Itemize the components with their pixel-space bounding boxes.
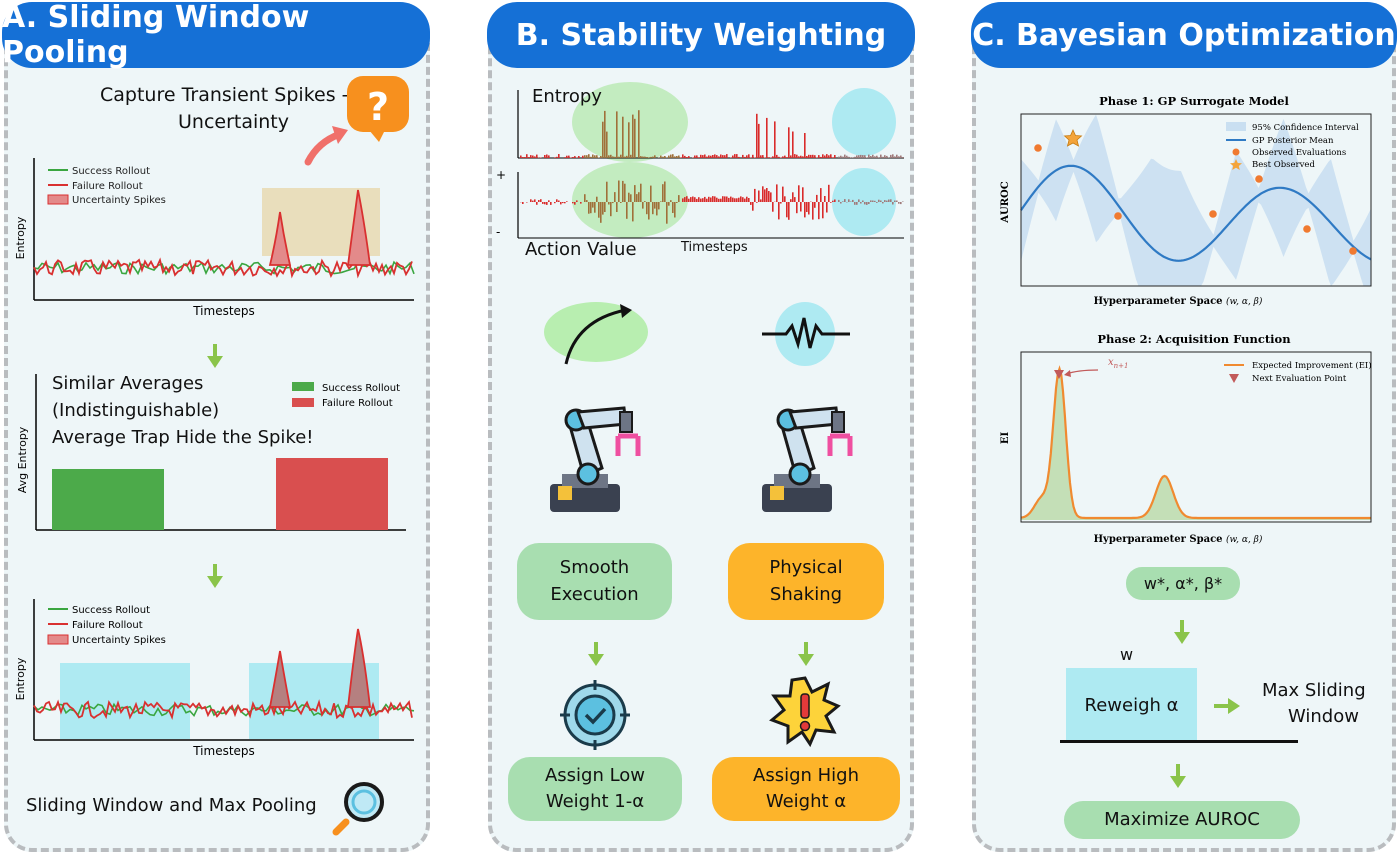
action-value-label: Action Value: [525, 239, 637, 260]
down-arrow-icon: [207, 344, 223, 368]
bar-y-label: Avg Entropy: [16, 426, 29, 493]
gp-legend-best: Best Observed: [1252, 160, 1315, 170]
robot-arm-icon-left: [550, 406, 641, 512]
minus-sign: -: [496, 225, 500, 239]
phase2-xlabel: Hyperparameter Space (w, α, β): [1094, 534, 1263, 545]
y-axis-label: Entropy: [14, 216, 27, 259]
panel-c-title: C. Bayesian Optimization: [971, 2, 1397, 68]
warning-burst-icon: [769, 676, 841, 748]
y-axis-label-2: Entropy: [14, 657, 27, 700]
phase1-ylabel: AUROC: [1000, 181, 1011, 224]
entropy-chart-top: Success Rollout Failure Rollout Uncertai…: [14, 158, 415, 318]
maximize-auroc-pill: Maximize AUROC: [1064, 801, 1300, 839]
optimal-params-pill: w*, α*, β*: [1126, 567, 1240, 600]
acquisition-function-chart: Phase 2: Acquisition Function xn+1 Expec…: [1000, 332, 1372, 545]
ei-legend-next: Next Evaluation Point: [1252, 374, 1347, 384]
plus-sign: +: [496, 168, 506, 182]
avg-entropy-bar-chart: Success Rollout Failure Rollout Avg Entr…: [16, 374, 406, 531]
smooth-line-1: Smooth: [559, 557, 630, 579]
question-mark: ?: [367, 85, 389, 129]
right-arrow-icon: [1214, 698, 1240, 714]
x-axis-label-2: Timesteps: [192, 744, 255, 758]
down-arrow-icon-6: [1170, 764, 1186, 788]
gp-legend-ci: 95% Confidence Interval: [1252, 123, 1359, 133]
capture-text-2: Uncertainty: [178, 111, 290, 133]
gp-legend-star-icon: [1230, 159, 1242, 170]
best-observed-star-icon: [1063, 129, 1083, 147]
max-sliding-text-2: Window: [1288, 706, 1359, 727]
curved-arrow-icon: [304, 126, 348, 166]
legend2-spikes: Uncertainty Spikes: [72, 635, 166, 646]
reweigh-text: Reweigh α: [1084, 694, 1179, 716]
annotation-xn1: xn+1: [1108, 357, 1128, 370]
legend-spikes: Uncertainty Spikes: [72, 195, 166, 206]
low-line-1: Assign Low: [544, 764, 646, 786]
next-point-marker-icon: [1054, 370, 1064, 379]
gp-legend-mean: GP Posterior Mean: [1252, 136, 1334, 146]
shaking-line-1: Physical: [769, 557, 843, 579]
gp-legend-observed: Observed Evaluations: [1252, 148, 1346, 158]
low-line-2: Weight 1-α: [545, 791, 645, 812]
bar-success: [52, 469, 164, 530]
bar-failure: [276, 458, 388, 530]
smooth-line-2: Execution: [550, 583, 639, 605]
high-line-1: Assign High: [753, 764, 859, 786]
capture-text-1: Capture Transient Spikes -: [100, 84, 349, 106]
bar-legend-failure: Failure Rollout: [322, 398, 393, 409]
panel-b-title: B. Stability Weighting: [487, 2, 915, 68]
down-arrow-icon-5: [1174, 620, 1190, 644]
entropy-chart-windows: Success Rollout Failure Rollout Uncertai…: [14, 599, 415, 758]
max-sliding-text-1: Max Sliding: [1262, 680, 1366, 701]
down-arrow-icon-3: [588, 642, 604, 666]
legend2-success: Success Rollout: [72, 605, 150, 616]
w-label: w: [1120, 645, 1134, 664]
shaking-line-2: Shaking: [769, 583, 843, 605]
down-arrow-icon-2: [207, 564, 223, 588]
down-arrow-icon-4: [798, 642, 814, 666]
legend-success: Success Rollout: [72, 166, 150, 177]
phase1-title: Phase 1: GP Surrogate Model: [1099, 94, 1289, 108]
bar-legend-success: Success Rollout: [322, 383, 400, 394]
ei-legend-ei: Expected Improvement (EI): [1252, 360, 1372, 371]
check-target-icon: [560, 680, 630, 750]
legend-failure: Failure Rollout: [72, 181, 143, 192]
magnifier-icon: [332, 782, 384, 836]
question-bubble-icon: ?: [347, 76, 409, 142]
panel-a-title: A. Sliding Window Pooling: [2, 0, 430, 70]
phase2-ylabel: EI: [1000, 432, 1011, 445]
reweigh-baseline: [1060, 740, 1298, 743]
high-line-2: Weight α: [765, 791, 847, 812]
legend2-failure: Failure Rollout: [72, 620, 143, 631]
avg-text-2: (Indistinguishable): [52, 400, 220, 421]
phase1-xlabel: Hyperparameter Space (w, α, β): [1094, 296, 1263, 307]
gp-surrogate-chart: Phase 1: GP Surrogate Model 95% Confiden…: [1000, 94, 1372, 307]
avg-text-1: Similar Averages: [52, 373, 204, 394]
x-axis-label: Timesteps: [192, 304, 255, 318]
timesteps-label: Timesteps: [681, 240, 748, 255]
smooth-curve-icon: [544, 302, 648, 365]
phase2-title: Phase 2: Acquisition Function: [1097, 332, 1291, 346]
avg-text-3: Average Trap Hide the Spike!: [52, 427, 314, 448]
shaking-wave-icon: [762, 302, 850, 366]
entropy-action-chart: + -: [496, 82, 904, 239]
robot-arm-icon-right: [762, 406, 853, 512]
bottom-text: Sliding Window and Max Pooling: [26, 795, 317, 816]
entropy-label: Entropy: [532, 86, 602, 107]
reweigh-box: Reweigh α: [1066, 668, 1197, 742]
